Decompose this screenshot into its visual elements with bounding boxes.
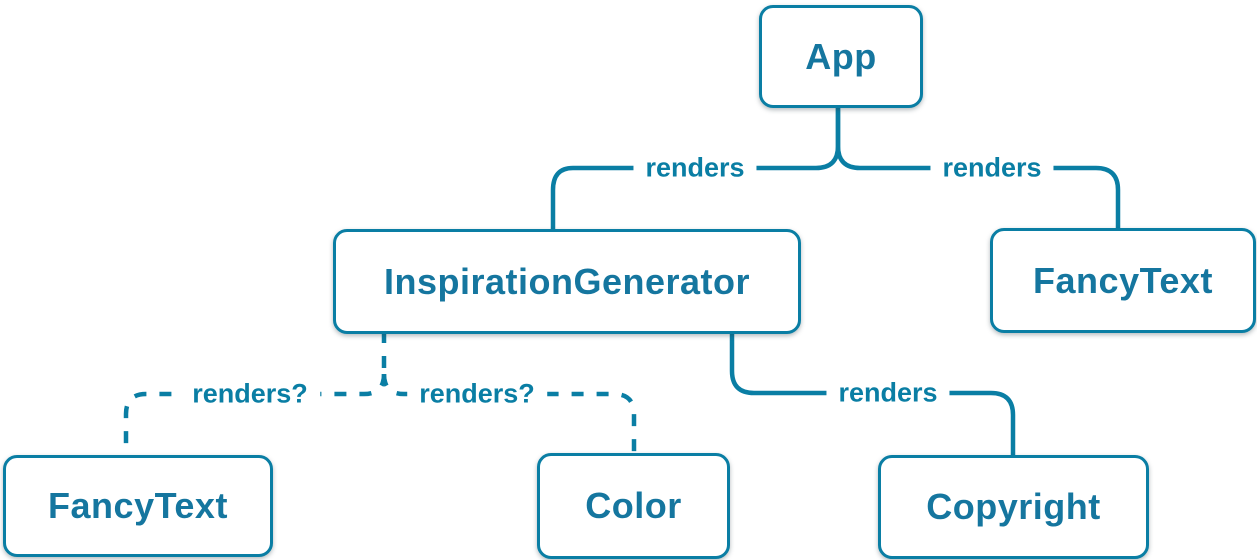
node-inspiration-generator-label: InspirationGenerator xyxy=(383,260,751,302)
edge-label-inspiration-generator-color: renders? xyxy=(407,378,547,410)
edge-label-app-inspiration-generator: renders xyxy=(633,152,757,184)
node-fancy-text-top-label: FancyText xyxy=(1033,259,1213,301)
node-color-label: Color xyxy=(585,485,682,526)
node-app-label: App xyxy=(805,35,877,77)
edge-inspiration-generator-color xyxy=(381,373,637,453)
node-fancy-text-top: FancyText xyxy=(990,228,1256,333)
edge-label-inspiration-generator-copyright: renders xyxy=(826,377,950,409)
node-fancy-text-bottom: FancyText xyxy=(3,455,273,557)
node-inspiration-generator: InspirationGenerator xyxy=(333,229,801,334)
node-app: App xyxy=(759,5,923,108)
node-fancy-text-bottom-label: FancyText xyxy=(48,485,228,526)
edge-label-app-fancy-text: renders xyxy=(930,152,1054,184)
node-color: Color xyxy=(537,453,730,559)
node-copyright: Copyright xyxy=(878,455,1149,559)
node-copyright-label: Copyright xyxy=(926,486,1101,527)
edge-inspiration-generator-fancy-text xyxy=(123,373,387,455)
edge-label-inspiration-generator-fancy-text: renders? xyxy=(180,378,320,410)
